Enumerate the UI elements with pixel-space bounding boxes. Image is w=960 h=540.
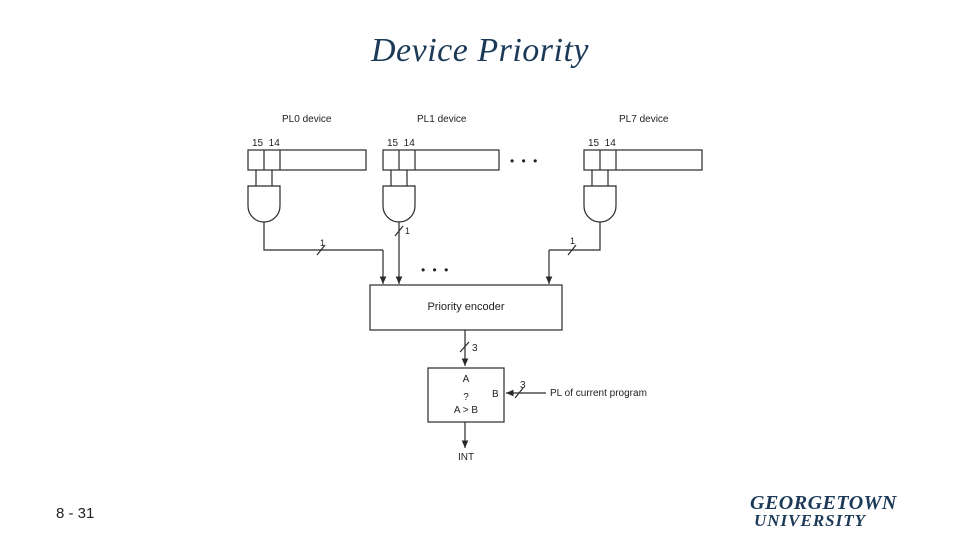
pl7-bit-labels: 15 14 — [588, 138, 616, 149]
pl0-device-label: PL0 device — [282, 114, 332, 125]
pl7-and-gate — [583, 185, 617, 223]
pl1-device-label: PL1 device — [417, 114, 467, 125]
encoder-out-width: 3 — [472, 343, 478, 354]
comparator-box — [427, 367, 505, 423]
pl7-register — [583, 149, 703, 171]
comparator-question: ? — [463, 392, 469, 403]
pl1-bus-width: 1 — [405, 226, 410, 236]
pl-input-label: PL of current program — [550, 388, 647, 399]
pl0-bus-width: 1 — [320, 238, 325, 248]
pl7-bus-width: 1 — [570, 236, 575, 246]
encoder-label: Priority encoder — [427, 301, 504, 313]
pl-input-width: 3 — [520, 380, 526, 391]
comparator-b-label: B — [492, 389, 499, 400]
pl0-bit-labels: 15 14 — [252, 138, 280, 149]
priority-encoder-box — [369, 284, 563, 331]
pl0-and-gate — [247, 185, 281, 223]
pl1-device — [382, 149, 500, 284]
logo-line-2: UNIVERSITY — [754, 511, 867, 530]
pl1-register — [382, 149, 500, 171]
mid-ellipsis: • • • — [421, 263, 450, 277]
comparator-compare: A > B — [454, 405, 479, 416]
logo-line-1: GEORGETOWN — [750, 492, 897, 514]
comparator-a-label: A — [463, 374, 470, 385]
page-number: 8 - 31 — [56, 505, 95, 522]
pl7-device — [545, 149, 703, 284]
pl0-register — [247, 149, 367, 171]
int-output-label: INT — [458, 452, 474, 463]
pl0-device — [247, 149, 387, 284]
pl1-and-gate — [382, 185, 416, 223]
georgetown-logo: GEORGETOWN UNIVERSITY — [750, 492, 940, 530]
slide-title: Device Priority — [370, 32, 590, 69]
top-ellipsis: • • • — [510, 154, 539, 168]
pl1-bit-labels: 15 14 — [387, 138, 415, 149]
pl7-device-label: PL7 device — [619, 114, 669, 125]
